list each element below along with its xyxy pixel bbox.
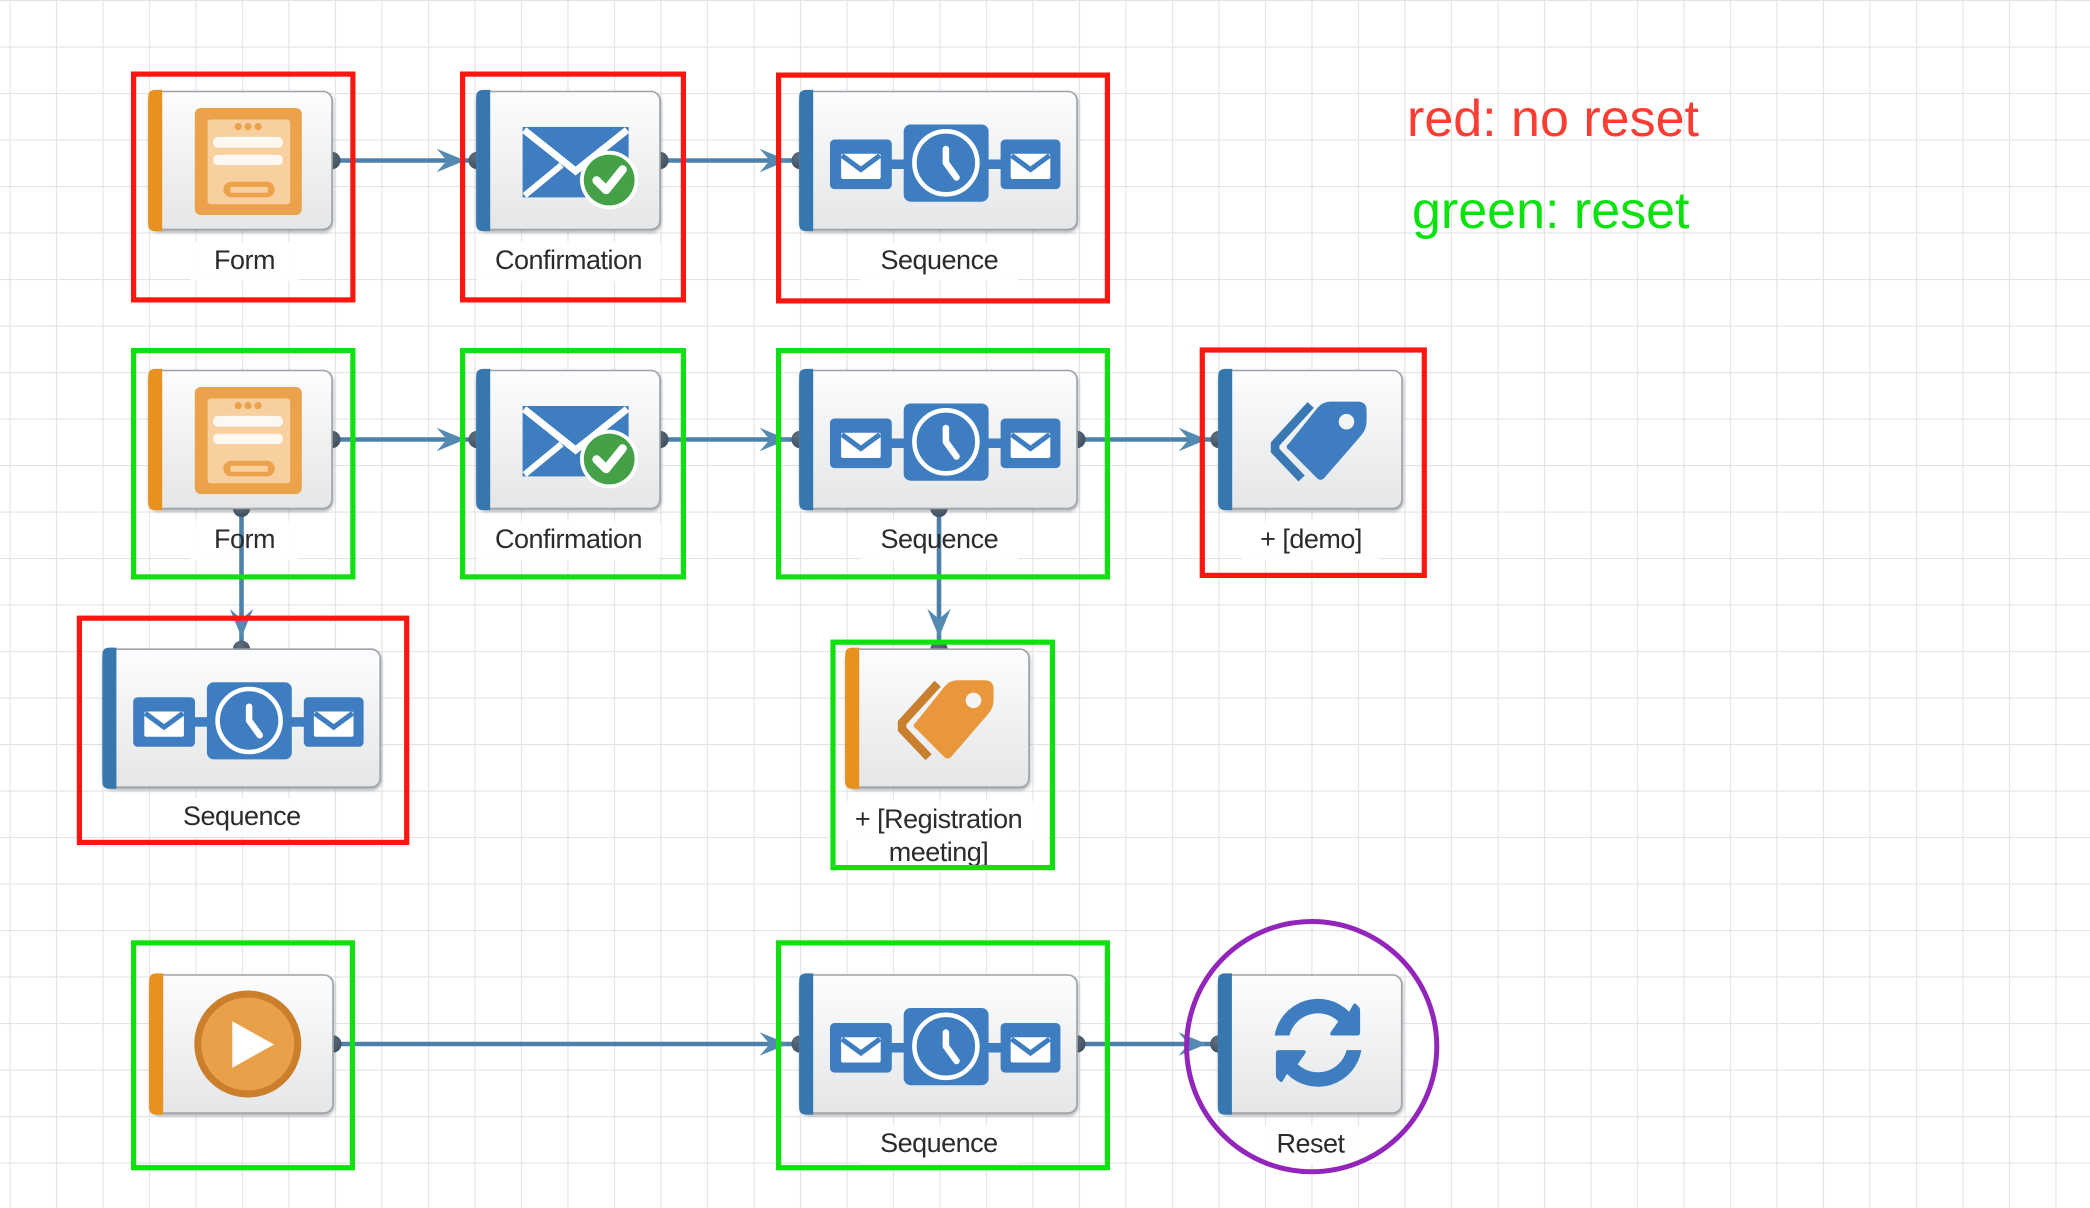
svg-text:Form: Form bbox=[214, 245, 275, 275]
svg-text:green: reset: green: reset bbox=[1412, 182, 1690, 240]
svg-text:Sequence: Sequence bbox=[880, 1128, 998, 1158]
svg-text:red: no reset: red: no reset bbox=[1407, 90, 1699, 148]
svg-text:Sequence: Sequence bbox=[880, 245, 998, 275]
svg-text:Reset: Reset bbox=[1276, 1129, 1345, 1159]
svg-text:Sequence: Sequence bbox=[183, 801, 301, 831]
svg-text:meeting]: meeting] bbox=[889, 837, 989, 867]
svg-text:+ [demo]: + [demo] bbox=[1260, 524, 1362, 554]
svg-text:Form: Form bbox=[214, 524, 275, 554]
svg-text:Sequence: Sequence bbox=[880, 524, 998, 554]
svg-text:+ [Registration: + [Registration bbox=[855, 804, 1022, 834]
svg-text:Confirmation: Confirmation bbox=[495, 245, 642, 275]
svg-text:Confirmation: Confirmation bbox=[495, 524, 642, 554]
